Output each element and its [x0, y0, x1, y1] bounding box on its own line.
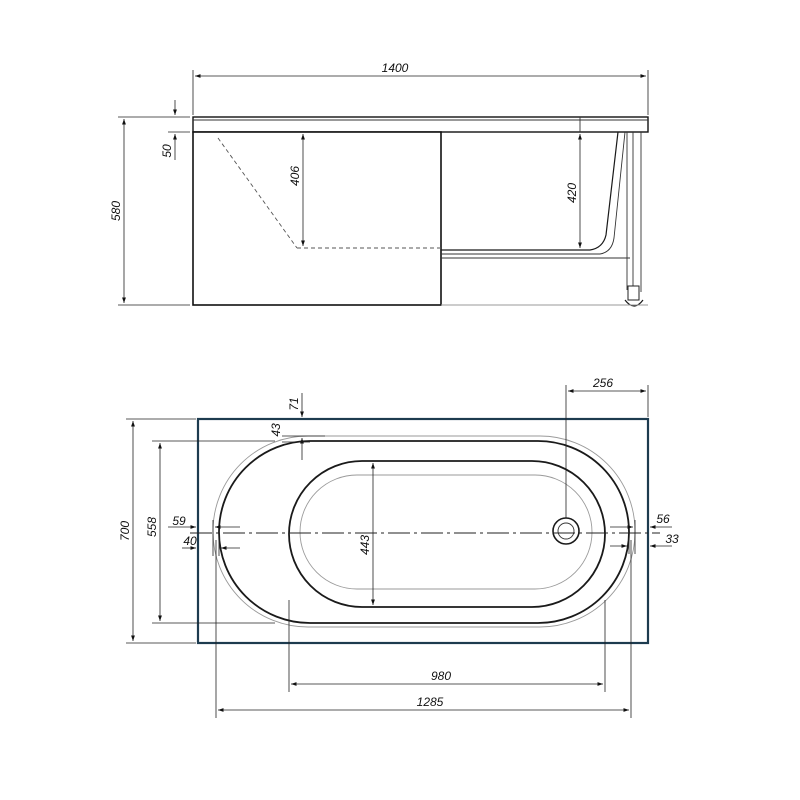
dim-drain-offset: 256 [592, 376, 613, 390]
dim-total-height: 580 [109, 201, 123, 221]
dim-rim-top-a: 71 [287, 397, 301, 410]
rim-inner-outline [218, 440, 630, 624]
top-view: 700 558 443 980 1285 256 71 43 [118, 376, 679, 718]
dim-left-a: 59 [172, 514, 186, 528]
rim-outer-outline [212, 435, 636, 628]
dim-inner-width: 558 [145, 517, 159, 537]
dim-depth-left: 406 [288, 166, 302, 186]
dim-bowl-width: 443 [358, 535, 372, 555]
side-view: 1400 580 50 406 420 [109, 61, 649, 307]
dim-rim-thickness: 50 [160, 144, 174, 158]
dim-overall-width: 700 [118, 521, 132, 541]
dim-right-b: 33 [665, 532, 679, 546]
drain-icon [552, 517, 580, 545]
outer-frame [196, 417, 650, 645]
tub-outer-right [441, 131, 619, 251]
dim-rim-top-b: 43 [269, 423, 283, 437]
bowl-bottom-outline [299, 474, 593, 590]
dim-bowl-length: 980 [431, 669, 451, 683]
dim-right-a: 56 [656, 512, 670, 526]
dim-left-b: 40 [183, 534, 197, 548]
dim-inner-length: 1285 [417, 695, 444, 709]
tub-inner-slope [217, 137, 298, 249]
dim-depth-right: 420 [565, 183, 579, 203]
dim-total-length: 1400 [382, 61, 409, 75]
front-panel [192, 131, 442, 306]
bowl-outline [288, 460, 606, 608]
